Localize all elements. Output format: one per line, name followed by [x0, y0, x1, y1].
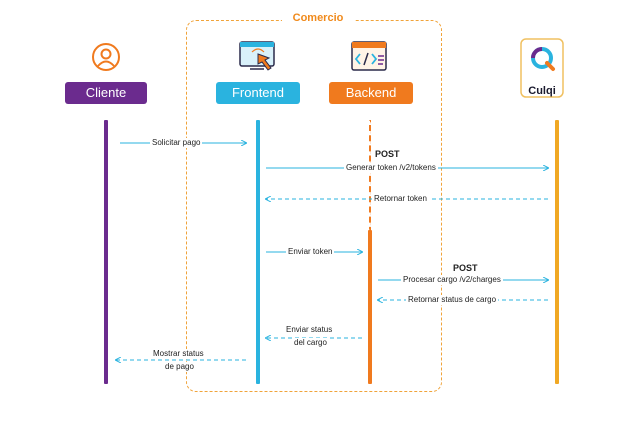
msg-solicitar-pago: Solicitar pago	[150, 138, 203, 148]
msg-generar-token: Generar token /v2/tokens	[344, 163, 438, 173]
msg-post-charges-method: POST	[453, 263, 478, 273]
actor-cliente: Cliente	[65, 82, 147, 104]
msg-procesar-cargo: Procesar cargo /v2/charges	[401, 275, 503, 285]
culqi-logo-icon	[520, 38, 564, 98]
actor-backend: Backend	[329, 82, 413, 104]
comercio-group-title: Comercio	[282, 12, 354, 24]
msg-enviar-status-line1: Enviar status	[284, 325, 335, 335]
lifeline-culqi	[555, 120, 559, 384]
lifeline-frontend	[256, 120, 260, 384]
code-window-icon	[350, 40, 390, 74]
actor-culqi: Culqi	[528, 85, 556, 97]
msg-post-tokens-method: POST	[375, 149, 400, 159]
actor-frontend: Frontend	[216, 82, 300, 104]
msg-mostrar-status-line2: de pago	[163, 362, 196, 372]
lifeline-backend-upper	[369, 120, 373, 230]
msg-enviar-status-line2: del cargo	[292, 338, 329, 348]
msg-retornar-token: Retornar token	[372, 194, 429, 204]
msg-enviar-token: Enviar token	[286, 247, 335, 257]
user-icon	[91, 42, 121, 72]
msg-mostrar-status-line1: Mostrar status	[151, 349, 206, 359]
msg-retornar-status: Retornar status de cargo	[406, 295, 499, 305]
touch-screen-icon	[238, 40, 278, 74]
lifeline-cliente	[104, 120, 108, 384]
lifeline-backend	[368, 230, 372, 384]
